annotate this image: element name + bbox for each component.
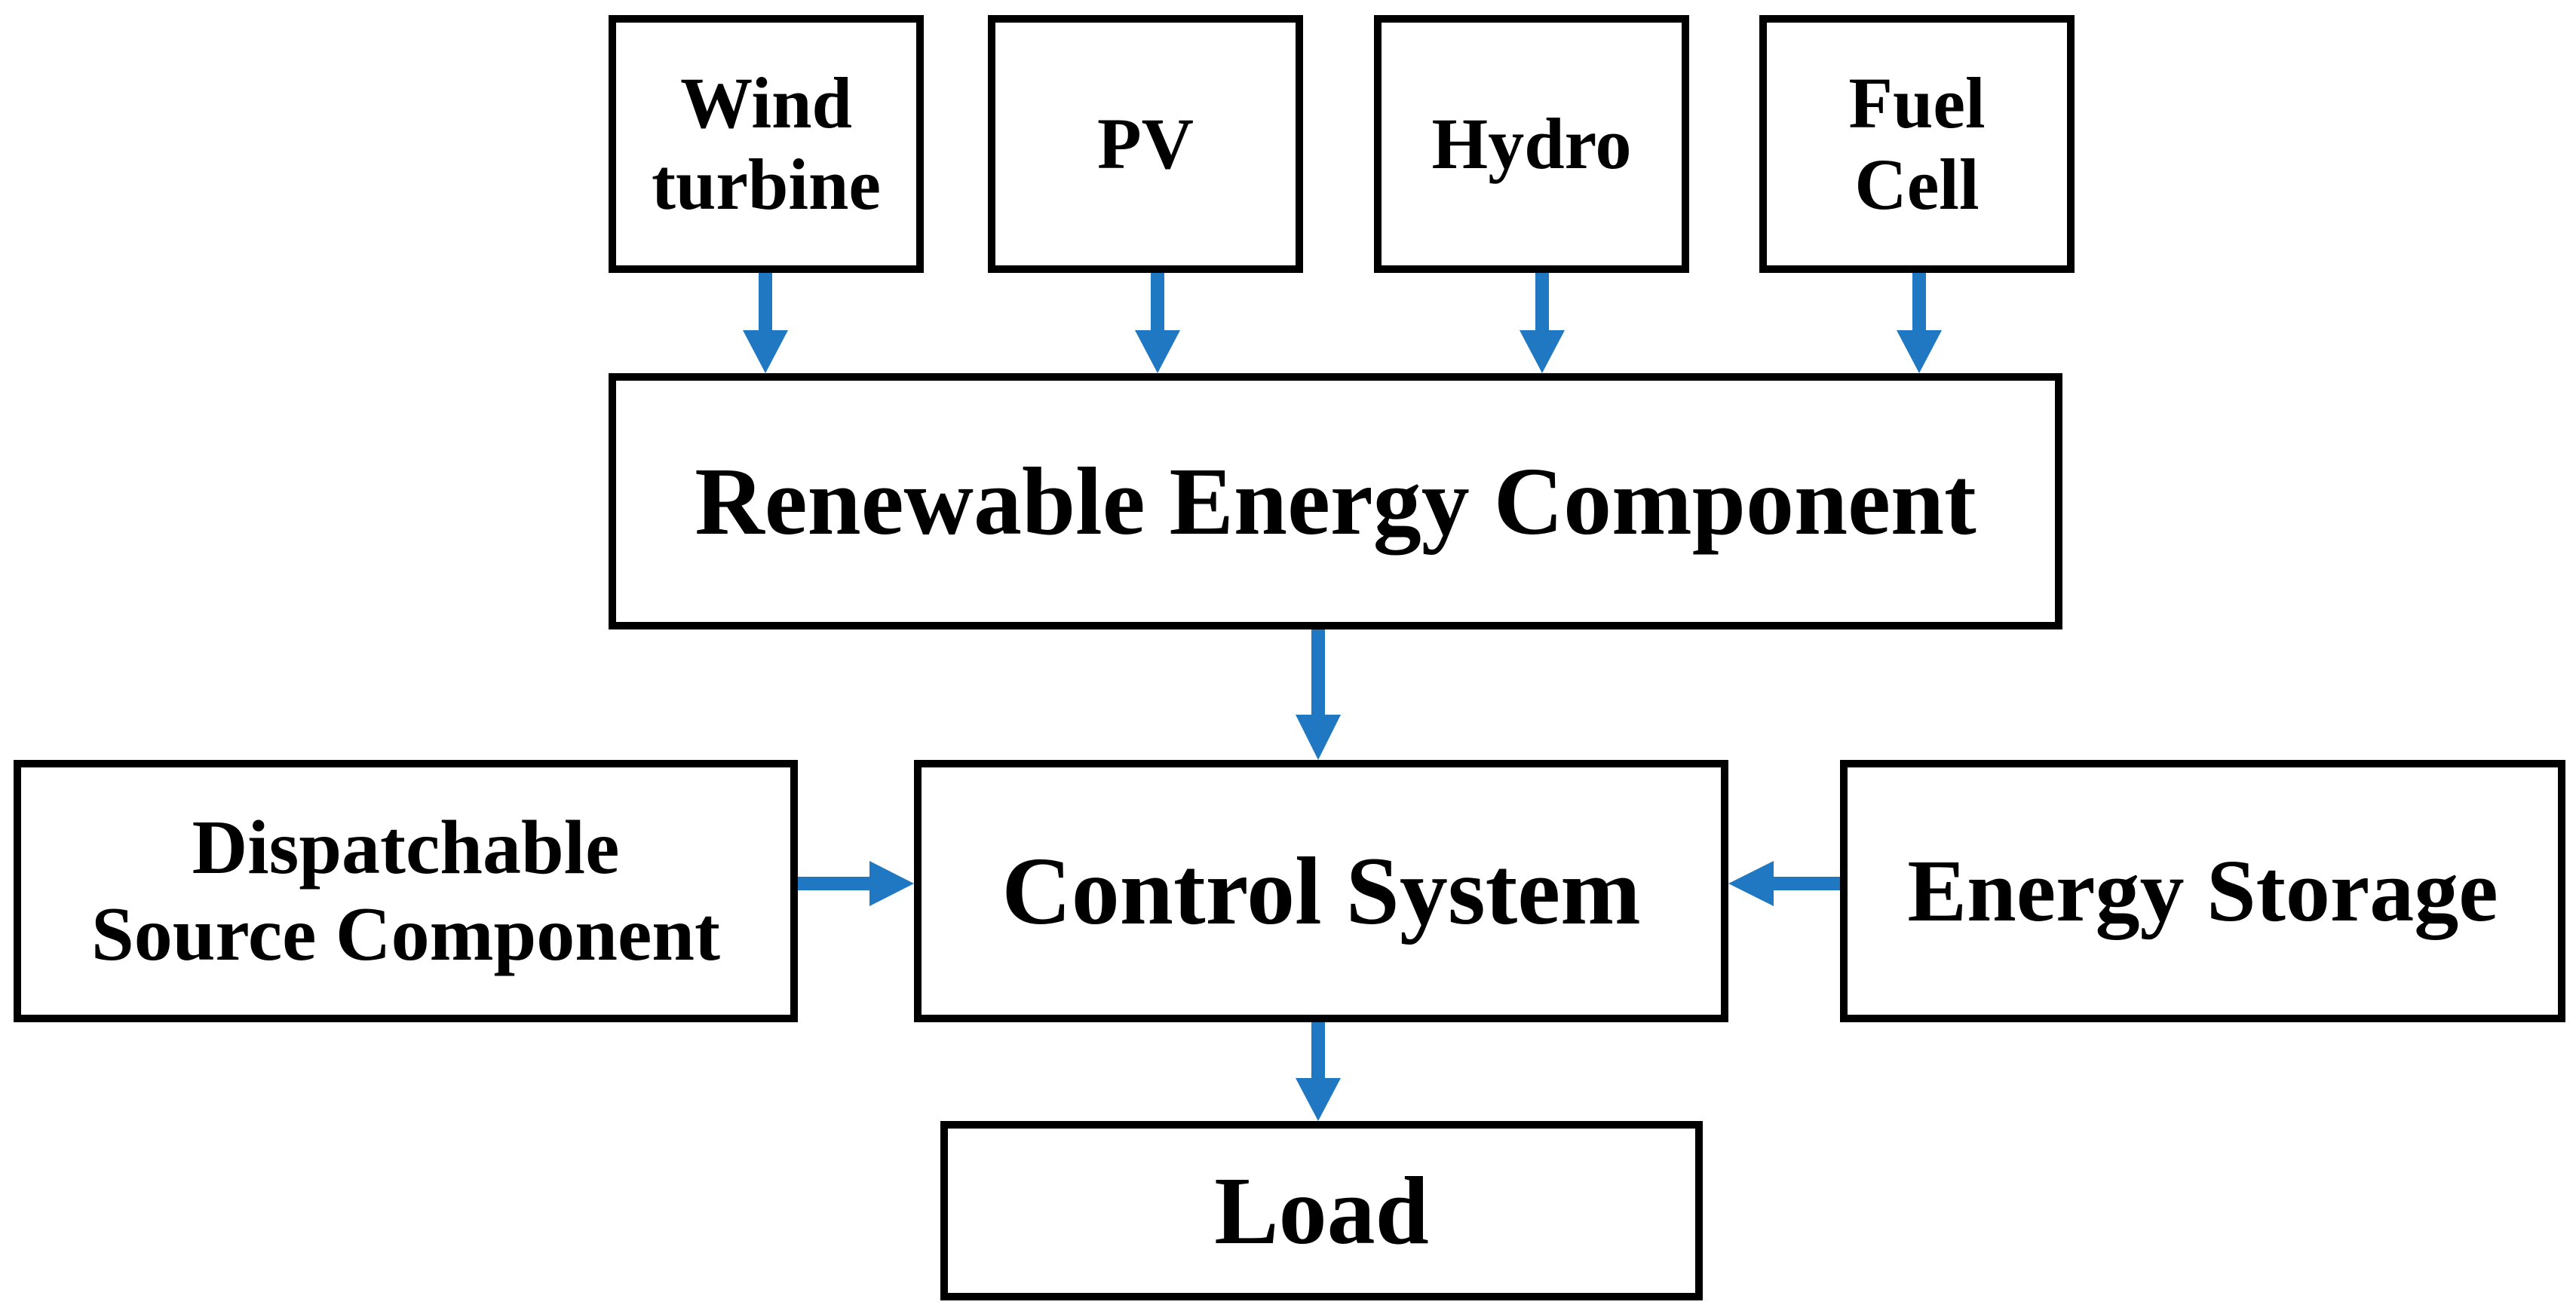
renewable-energy-component-box: Renewable Energy Component (609, 373, 2062, 629)
control-system-label: Control System (1001, 837, 1641, 945)
pv-box: PV (988, 15, 1303, 273)
fuel-cell-box: Fuel Cell (1759, 15, 2075, 273)
wind-turbine-box: Wind turbine (609, 15, 924, 273)
arrow-hydro-to-renewable (1520, 273, 1565, 373)
arrow-renewable-to-control (1296, 629, 1341, 760)
control-system-box: Control System (914, 760, 1728, 1022)
dispatchable-source-component-label: Dispatchable Source Component (91, 804, 720, 977)
arrow-storage-to-control (1728, 861, 1840, 906)
arrow-dispatchable-to-control (798, 861, 914, 906)
wind-turbine-label: Wind turbine (651, 62, 882, 225)
hydro-label: Hydro (1431, 103, 1632, 184)
arrow-control-to-load (1296, 1022, 1341, 1121)
arrow-pv-to-renewable (1135, 273, 1180, 373)
arrow-fuel-cell-to-renewable (1897, 273, 1942, 373)
energy-storage-box: Energy Storage (1840, 760, 2565, 1022)
arrow-wind-to-renewable (743, 273, 788, 373)
dispatchable-source-component-box: Dispatchable Source Component (14, 760, 798, 1022)
fuel-cell-label: Fuel Cell (1848, 62, 1986, 225)
energy-storage-label: Energy Storage (1907, 841, 2498, 941)
hydro-box: Hydro (1374, 15, 1689, 273)
load-box: Load (940, 1121, 1703, 1300)
renewable-energy-component-label: Renewable Energy Component (695, 447, 1976, 555)
load-label: Load (1214, 1156, 1429, 1264)
pv-label: PV (1097, 103, 1194, 184)
